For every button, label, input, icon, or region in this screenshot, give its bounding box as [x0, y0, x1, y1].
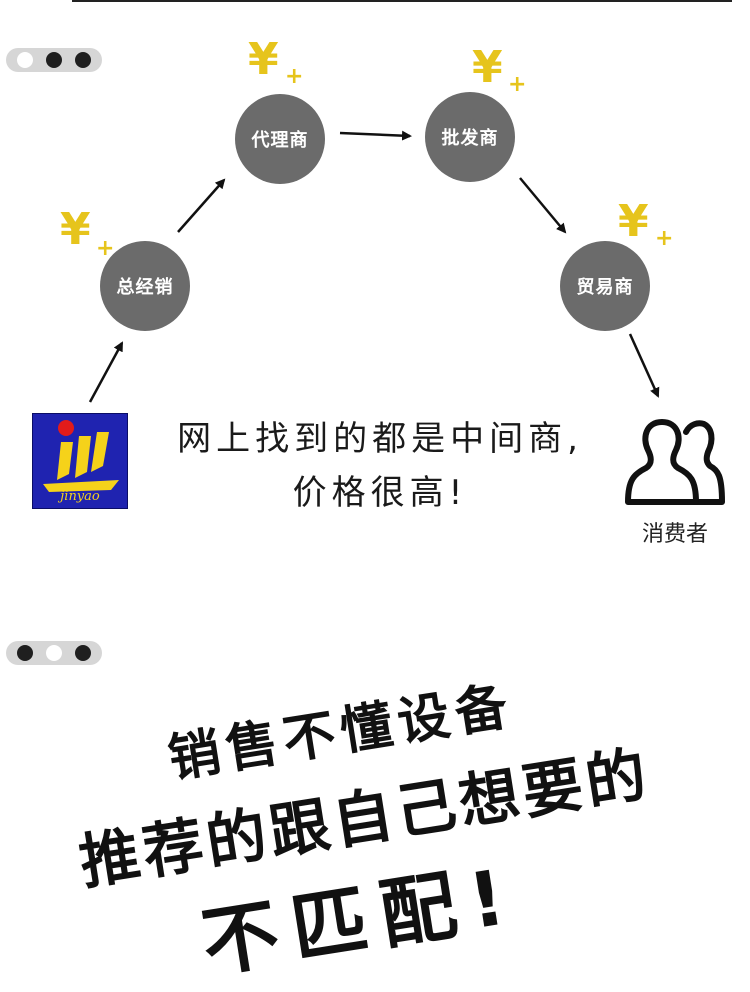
node-agent: 代理商	[235, 94, 325, 184]
node-label: 批发商	[441, 128, 499, 149]
plus-icon: +	[508, 72, 527, 97]
consumer-label: 消费者	[641, 522, 708, 547]
plus-icon: +	[96, 236, 115, 261]
jinyao-logo: jinyao	[32, 413, 128, 509]
arrow-distributor-to-agent	[177, 178, 226, 233]
node-label: 代理商	[251, 130, 309, 151]
node-wholesaler: 批发商	[425, 92, 515, 182]
section-indicator-1	[6, 48, 102, 72]
indicator-dot	[75, 645, 91, 661]
node-general-distributor: 总经销	[100, 241, 190, 331]
yuan-icon: ¥	[248, 34, 279, 85]
node-label: 总经销	[116, 277, 174, 298]
top-divider	[72, 0, 732, 2]
arrow-wholesaler-to-trader	[519, 177, 567, 234]
arrow-logo-to-distributor	[88, 341, 124, 403]
yuan-icon: ¥	[618, 196, 649, 247]
people-icon	[625, 419, 725, 505]
indicator-dot	[17, 52, 33, 68]
middleman-message: 网上找到的都是中间商, 价格很高!	[140, 412, 620, 520]
logo-mark-icon	[43, 420, 119, 492]
yuan-icon: ¥	[472, 42, 503, 93]
plus-icon: +	[285, 64, 304, 89]
node-label: 贸易商	[576, 277, 634, 298]
arrow-agent-to-wholesaler	[339, 130, 412, 141]
indicator-dot	[46, 52, 62, 68]
section-indicator-2	[6, 641, 102, 665]
logo-text: jinyao	[60, 489, 100, 504]
arrow-trader-to-consumer	[628, 333, 660, 398]
message-line-2: 价格很高!	[292, 473, 468, 513]
message-line-1: 网上找到的都是中间商,	[177, 419, 583, 459]
flow-arrows	[88, 130, 660, 403]
plus-icon: +	[655, 226, 674, 251]
yuan-icon: ¥	[60, 204, 91, 255]
indicator-dot	[75, 52, 91, 68]
indicator-dot	[17, 645, 33, 661]
node-trader: 贸易商	[560, 241, 650, 331]
indicator-dot	[46, 645, 62, 661]
